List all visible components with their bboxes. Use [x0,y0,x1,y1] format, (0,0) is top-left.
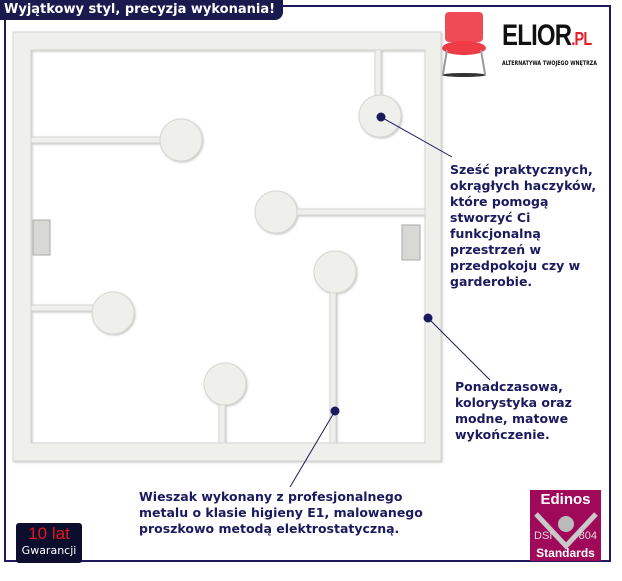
hooks-description: Sześć praktycznych,okrągłych haczyków,kt… [450,162,597,289]
hook [203,362,247,406]
chair-icon [442,12,486,77]
certificate-emblem-icon [534,512,598,550]
hook [159,118,203,162]
elior-logo[interactable] [437,8,612,78]
content-frame [4,5,611,562]
coat-rack-frame [12,31,442,462]
brand-tagline: ALTERNATYWA TWOJEGO WNĘTRZA [502,60,597,67]
banner-title: Wyjątkowy styl, precyzja wykonania! [0,0,284,20]
mount-bracket [401,224,421,261]
edinos-certificate-badge: Edinos DSI 804 Standards [530,490,601,561]
mount-bracket [32,219,51,256]
hook [91,291,135,335]
brand-name: ELIOR.PL [502,19,592,52]
hook [313,250,357,294]
hook [254,190,298,234]
